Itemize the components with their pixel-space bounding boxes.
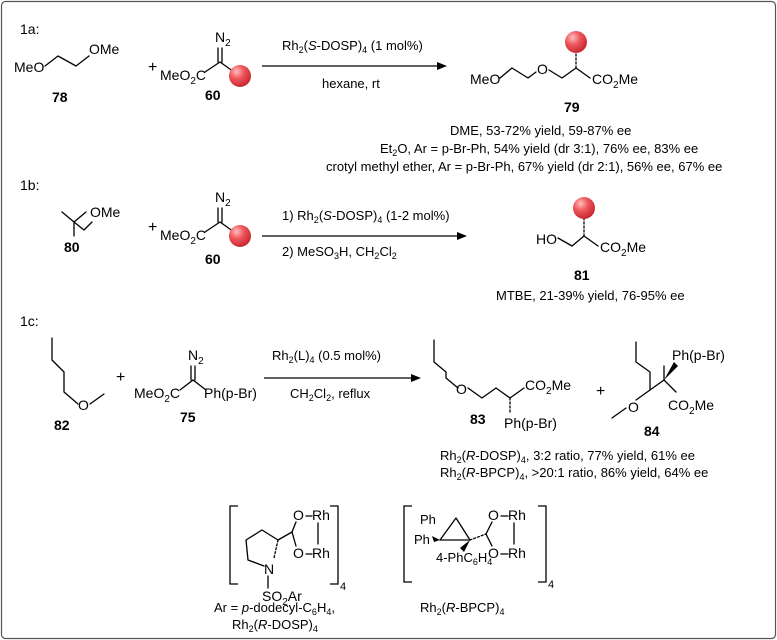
atom-label: CO2Me: [668, 397, 714, 417]
catalyst-dosp-ar-definition: Ar = p-dodecyl-C6H4,: [214, 600, 335, 617]
wedge-bond: [432, 536, 440, 542]
substituent-ball: [229, 225, 251, 247]
compound-79-structure: MeO O CO2Me: [470, 31, 638, 91]
catalyst-bpcp-name: Rh2(R-BPCP)4: [420, 600, 504, 617]
atom-label: 4-PhC6H4: [436, 550, 492, 567]
compound-number-75: 75: [180, 409, 196, 425]
compound-number-84: 84: [644, 423, 660, 439]
substituent-ball: [565, 31, 587, 53]
condition-1c: CH2Cl2, reflux: [290, 386, 371, 403]
compound-60-structure: N2 MeO2C: [160, 29, 251, 87]
atom-label: CO2Me: [600, 239, 646, 259]
reagent-1b-step-1: 1) Rh2(S-DOSP)4 (1-2 mol%): [282, 208, 450, 225]
compound-number-81: 81: [574, 267, 590, 283]
bracket-right: [538, 505, 547, 583]
result-1a-line-1: DME, 53-72% yield, 59-87% ee: [450, 123, 631, 138]
atom-label: N: [264, 561, 274, 577]
compound-number-79: 79: [564, 99, 580, 115]
condition-1a: hexane, rt: [322, 76, 380, 91]
compound-83-structure: O CO2Me Ph(p-Br): [433, 339, 571, 431]
bracket-right: [330, 505, 339, 585]
atom-label: HO: [536, 231, 557, 247]
reagent-1c: Rh2(L)4 (0.5 mol%): [272, 348, 381, 365]
substituent-ball: [573, 197, 595, 219]
plus-sign: +: [148, 219, 157, 236]
subscript-4: 4: [340, 581, 346, 593]
atom-label: O: [488, 507, 499, 523]
result-1c-line-1: Rh2(R-DOSP)4, 3:2 ratio, 77% yield, 61% …: [440, 448, 695, 465]
atom-label: CO2Me: [592, 71, 638, 91]
atom-label: O: [628, 399, 639, 415]
atom-label: MeO: [14, 59, 44, 75]
arrow-head: [411, 374, 421, 382]
atom-label: CO2Me: [525, 377, 571, 397]
result-1a-line-2: Et2O, Ar = p-Br-Ph, 54% yield (dr 3:1), …: [380, 141, 698, 158]
atom-label: Ph: [414, 532, 430, 547]
atom-label: OMe: [90, 204, 121, 220]
compound-number-83: 83: [470, 411, 486, 427]
section-label-1b: 1b:: [20, 177, 39, 193]
atom-label: Rh: [508, 545, 526, 561]
section-label-1a: 1a:: [20, 21, 39, 37]
wedge-bond: [664, 362, 678, 380]
atom-label: O: [78, 397, 89, 413]
bracket-left: [403, 505, 412, 583]
result-1b: MTBE, 21-39% yield, 76-95% ee: [496, 288, 685, 303]
atom-label: Rh: [312, 507, 330, 523]
atom-label: N2: [188, 347, 204, 367]
substituent-ball: [229, 65, 251, 87]
atom-label: Rh: [312, 545, 330, 561]
atom-label: N2: [215, 189, 231, 209]
catalyst-dosp-name: Rh2(R-DOSP)4: [232, 617, 318, 634]
atom-label: Ph: [420, 512, 436, 527]
compound-number-80: 80: [64, 239, 80, 255]
compound-60-structure: N2 MeO2C: [160, 189, 251, 247]
compound-78-structure: MeO OMe: [14, 41, 120, 75]
compound-84-structure: O Ph(p-Br) CO2Me: [611, 341, 725, 419]
compound-number-60: 60: [205, 251, 221, 267]
arrow-head: [437, 62, 447, 70]
atom-label: O: [456, 381, 467, 397]
compound-82-structure: O: [51, 337, 105, 413]
atom-label: MeO2C: [134, 385, 180, 405]
atom-label: SO2Ar: [262, 588, 302, 608]
atom-label: O: [537, 61, 548, 77]
wedge-bond: [460, 540, 470, 552]
atom-label: Ph(p-Br): [504, 415, 557, 431]
compound-75-structure: N2 MeO2C Ph(p-Br): [134, 347, 257, 405]
result-1c-line-2: Rh2(R-BPCP)4, >20:1 ratio, 86% yield, 64…: [440, 465, 708, 482]
bracket-left: [229, 505, 238, 585]
atom-label: N2: [215, 29, 231, 49]
atom-label: O: [293, 545, 304, 561]
reagent-1b-step-2: 2) MeSO3H, CH2Cl2: [282, 244, 397, 261]
atom-label: O: [488, 545, 499, 561]
subscript-4: 4: [548, 579, 554, 591]
atom-label: Ph(p-Br): [204, 385, 257, 401]
atom-label: MeO: [470, 71, 500, 87]
atom-label: MeO2C: [160, 227, 206, 247]
compound-81-structure: HO CO2Me: [536, 197, 646, 259]
compound-number-78: 78: [52, 89, 68, 105]
result-1a-line-3: crotyl methyl ether, Ar = p-Br-Ph, 67% y…: [326, 159, 722, 174]
atom-label: O: [293, 507, 304, 523]
catalyst-bpcp-structure: 4 Ph Ph 4-PhC6H4 O O Rh Rh: [403, 505, 554, 591]
plus-sign: +: [148, 59, 157, 76]
compound-number-82: 82: [54, 417, 70, 433]
arrow-head: [457, 232, 467, 240]
catalyst-dosp-structure: 4 N SO2Ar O O Rh Rh: [229, 505, 346, 608]
compound-number-60: 60: [205, 87, 221, 103]
compound-80-structure: OMe: [61, 204, 121, 237]
plus-sign: +: [596, 383, 605, 400]
atom-label: Ph(p-Br): [672, 347, 725, 363]
reagent-1a: Rh2(S-DOSP)4 (1 mol%): [282, 38, 423, 55]
atom-label: OMe: [89, 41, 120, 57]
section-label-1c: 1c:: [20, 313, 39, 329]
plus-sign: +: [116, 369, 125, 386]
atom-label: Rh: [508, 507, 526, 523]
atom-label: MeO2C: [160, 67, 206, 87]
